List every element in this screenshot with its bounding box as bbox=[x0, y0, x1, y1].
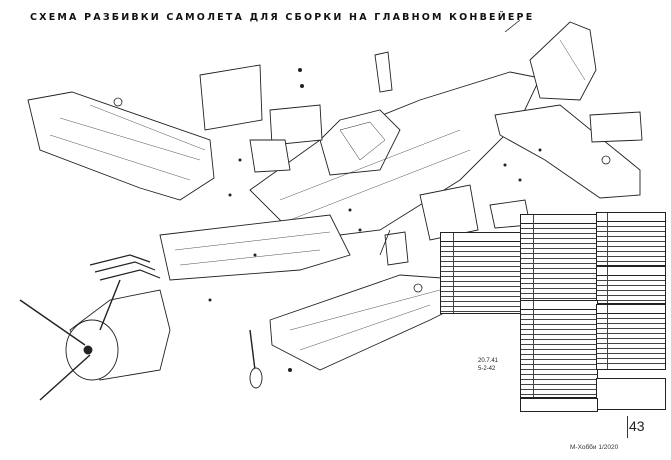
parts-table-right-top bbox=[596, 212, 666, 266]
parts-table-lower bbox=[520, 300, 598, 398]
parts-table-right-mid bbox=[596, 266, 666, 304]
title-block-stamp bbox=[596, 378, 666, 410]
pointer-lines bbox=[379, 19, 521, 256]
horizontal-stabilizer bbox=[494, 104, 641, 199]
approval-signature: 20.7.41 bbox=[478, 358, 499, 364]
fuselage bbox=[249, 71, 541, 241]
page-number: 43 bbox=[629, 418, 645, 434]
vertical-tail bbox=[529, 21, 597, 101]
diagram-title: СХЕМА РАЗБИВКИ САМОЛЕТА ДЛЯ СБОРКИ НА ГЛ… bbox=[30, 12, 535, 23]
loose-panels bbox=[199, 51, 643, 266]
parts-table-middle bbox=[520, 214, 598, 302]
wing-center-section bbox=[159, 214, 351, 281]
left-wing-upper bbox=[27, 91, 215, 201]
stamp-small bbox=[520, 398, 598, 412]
magazine-footer: М-Хобби 1/2020 bbox=[570, 444, 619, 451]
page-divider bbox=[627, 416, 628, 438]
engine-and-propeller bbox=[19, 279, 171, 401]
fasteners bbox=[208, 68, 542, 372]
parts-table-left bbox=[440, 232, 522, 314]
approval-date: 5-2-42 bbox=[478, 366, 496, 372]
exhaust-stacks bbox=[89, 254, 161, 281]
parts-table-right-lower bbox=[596, 304, 666, 370]
landing-gear bbox=[249, 329, 263, 389]
